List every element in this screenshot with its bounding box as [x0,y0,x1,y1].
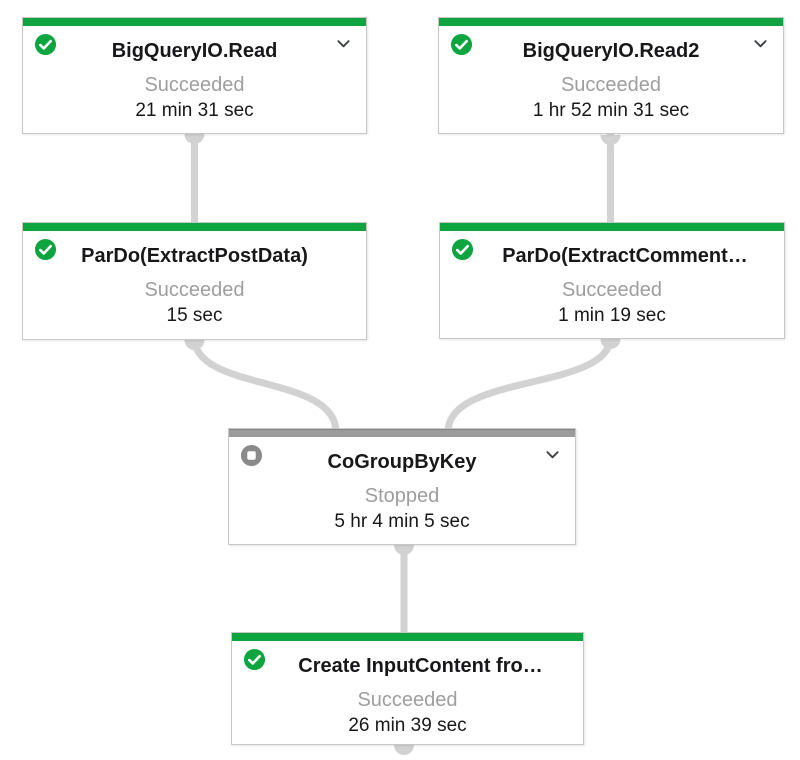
step-status: Succeeded [560,74,662,96]
edge-pardo2-to-cogroup [444,336,614,433]
chevron-down-icon[interactable] [543,445,562,464]
step-status: Stopped [364,485,440,507]
step-duration: 15 sec [166,305,223,326]
node-pardo-extractcomment[interactable]: ParDo(ExtractComment… Succeeded 1 min 19… [439,222,785,339]
output-port-pardo1 [184,340,205,350]
step-title: ParDo(ExtractComment… [502,245,748,267]
status-bar-succeeded [232,633,583,641]
step-duration: 5 hr 4 min 5 sec [334,511,470,532]
status-bar-succeeded [440,223,784,231]
edge-pardo1-to-cogroup [191,337,340,433]
succeeded-check-icon [34,33,57,56]
node-create-inputcontent[interactable]: Create InputContent fro… Succeeded 26 mi… [231,632,584,745]
chevron-down-icon[interactable] [334,34,353,53]
output-port-pardo2 [600,339,621,349]
step-status: Succeeded [357,689,458,711]
output-port-cogroup [394,545,414,555]
step-duration: 26 min 39 sec [348,715,467,736]
step-status: Succeeded [144,279,245,301]
step-duration: 21 min 31 sec [135,100,254,121]
output-port-read2 [600,135,621,145]
node-pardo-extractpostdata[interactable]: ParDo(ExtractPostData) Succeeded 15 sec [22,222,367,340]
step-duration: 1 hr 52 min 31 sec [532,100,690,121]
node-bigqueryio-read2[interactable]: BigQueryIO.Read2 Succeeded 1 hr 52 min 3… [438,17,784,134]
step-title: Create InputContent fro… [298,655,543,677]
step-title: BigQueryIO.Read [111,40,278,62]
node-bigqueryio-read[interactable]: BigQueryIO.Read Succeeded 21 min 31 sec [22,17,367,134]
status-bar-succeeded [439,18,783,26]
stopped-stop-icon [240,444,263,467]
status-bar-stopped [229,429,575,437]
step-title: BigQueryIO.Read2 [522,40,700,62]
output-port-create [394,745,414,755]
step-duration: 1 min 19 sec [558,305,666,326]
step-status: Succeeded [144,74,245,96]
chevron-down-icon[interactable] [751,34,770,53]
output-port-read [184,134,205,144]
step-title: CoGroupByKey [327,451,477,473]
succeeded-check-icon [243,648,266,671]
step-status: Succeeded [561,279,663,301]
status-bar-succeeded [23,223,366,231]
succeeded-check-icon [451,238,474,261]
succeeded-check-icon [450,33,473,56]
succeeded-check-icon [34,238,57,261]
node-cogroupbykey[interactable]: CoGroupByKey Stopped 5 hr 4 min 5 sec [228,428,576,545]
status-bar-succeeded [23,18,366,26]
step-title: ParDo(ExtractPostData) [81,245,308,267]
